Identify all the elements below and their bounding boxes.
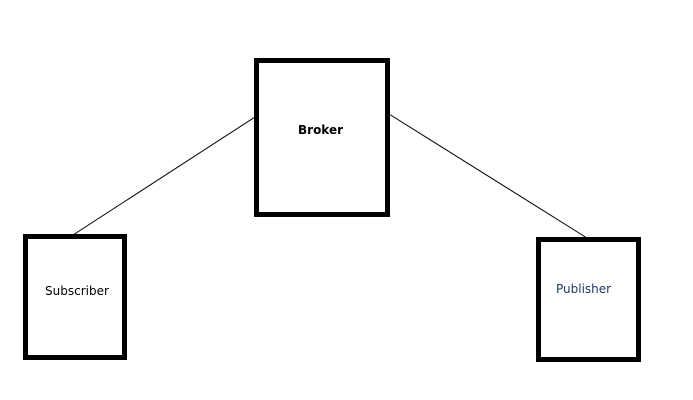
edge-broker-subscriber (72, 116, 256, 236)
publisher-node (536, 237, 641, 362)
subscriber-node (23, 234, 127, 360)
edge-broker-publisher (388, 113, 588, 239)
broker-label: Broker (298, 123, 344, 137)
broker-node (254, 58, 390, 217)
publisher-label: Publisher (556, 282, 612, 296)
subscriber-label: Subscriber (45, 284, 109, 298)
